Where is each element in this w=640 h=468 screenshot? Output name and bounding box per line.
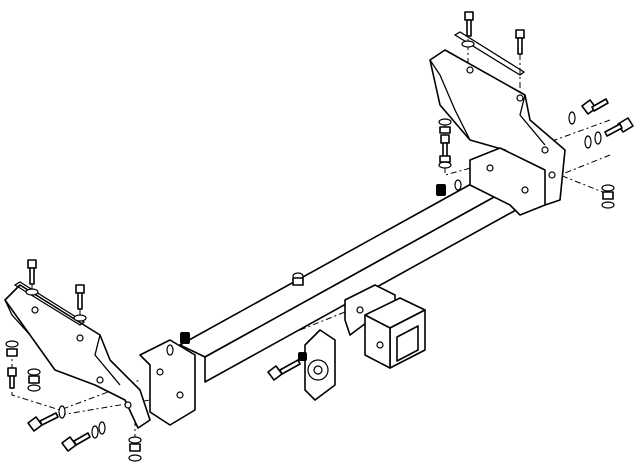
bolt	[61, 432, 91, 452]
crossbar-tube	[179, 167, 526, 383]
left-end-plate	[139, 339, 196, 426]
bolt	[581, 98, 609, 115]
fasteners	[5, 11, 634, 462]
bolt	[7, 367, 17, 389]
right-end-plate	[469, 147, 546, 216]
socket-plate	[304, 329, 336, 401]
bolt	[440, 134, 450, 158]
right-strap	[453, 31, 526, 76]
bolt	[27, 412, 59, 432]
washers-and-nuts	[5, 40, 615, 462]
bolt	[604, 117, 634, 137]
bolt	[267, 359, 301, 381]
bolt	[464, 11, 474, 37]
bolt	[75, 284, 85, 310]
left-strap	[13, 281, 86, 326]
bolt	[515, 29, 525, 55]
bolt	[27, 259, 37, 285]
left-mounting-bracket	[4, 284, 151, 429]
receiver-hitch	[344, 284, 426, 369]
